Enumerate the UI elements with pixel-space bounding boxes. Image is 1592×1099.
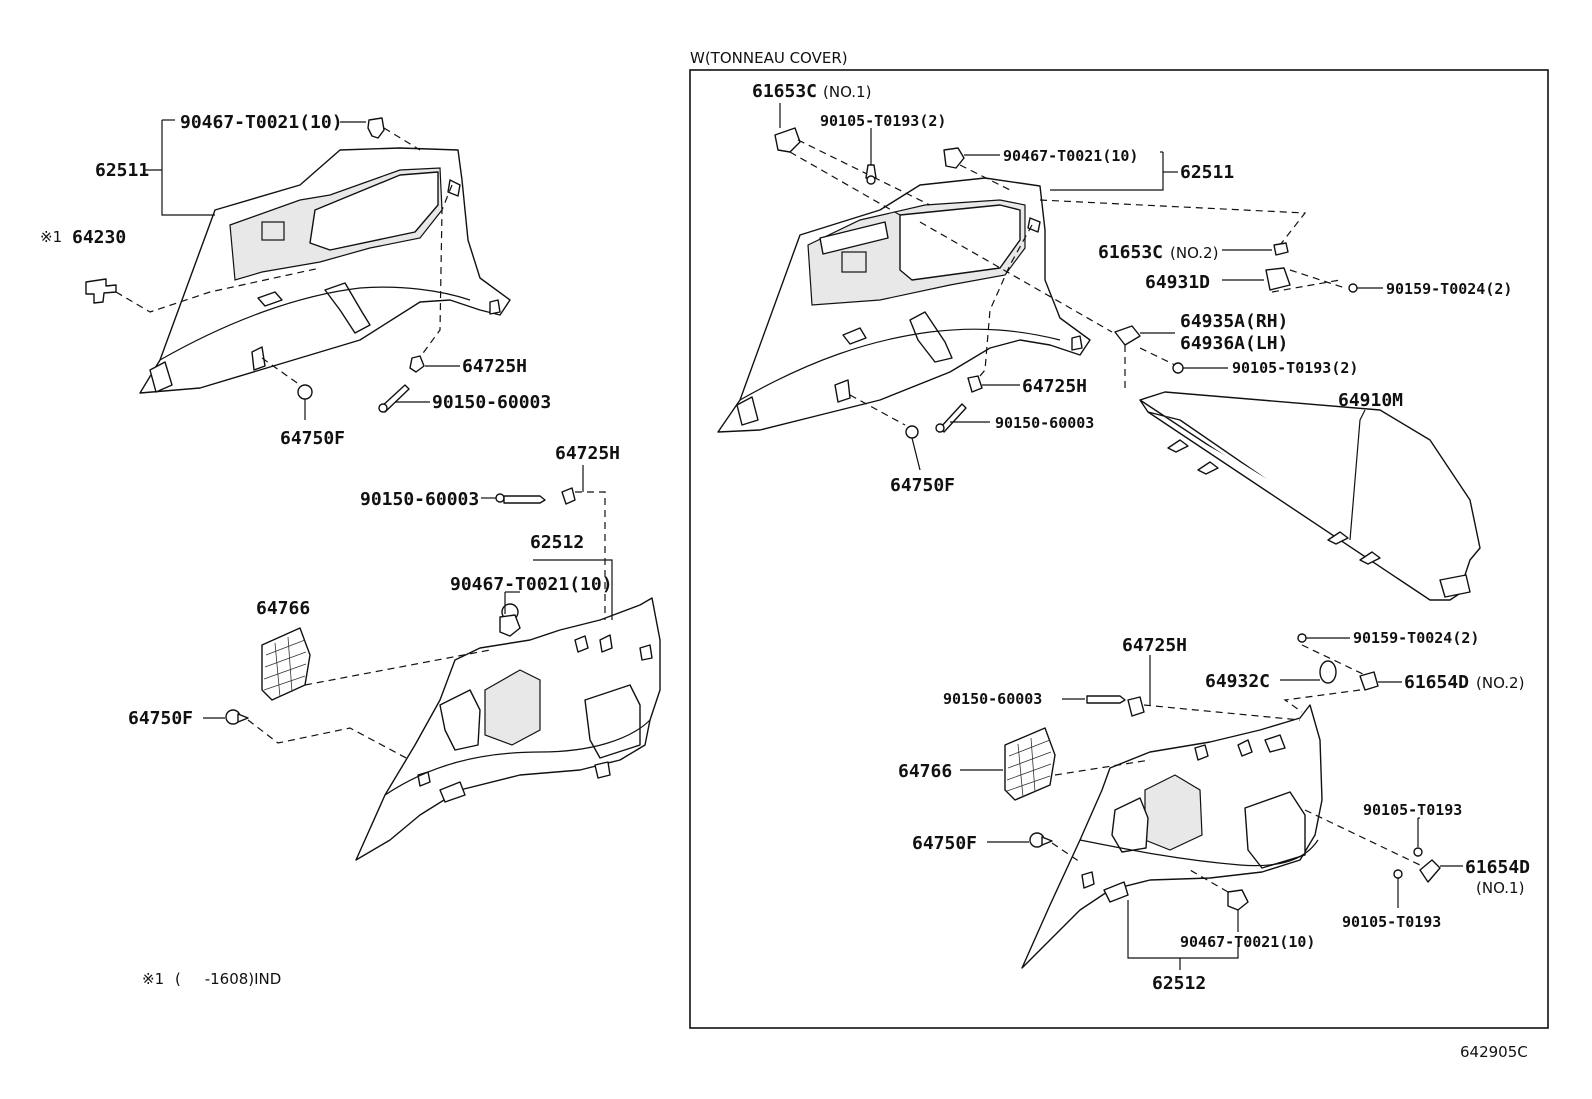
bracket-61654d-no1-icon [1419, 859, 1441, 883]
label-90159-t0024-2-right-lower: 90159-T0024(2) [1353, 629, 1479, 647]
clip-64725h-right-upper-icon [967, 375, 983, 393]
screw-90105-a-right-lower-icon [1413, 847, 1423, 857]
tonneau-cover-64910m [1139, 391, 1481, 601]
figure-code: 642905C [1460, 1043, 1528, 1061]
label-90105-t0193-2-right-upper: 90105-T0193(2) [820, 112, 946, 130]
screw-90105-right-upper-icon [865, 164, 877, 185]
label-62512-left: 62512 [530, 532, 584, 553]
screw-90150-lower-left-icon [495, 493, 546, 504]
left-upper-quarter-trim-panel [139, 147, 511, 394]
label-90150-right-upper: 90150-60003 [995, 414, 1094, 432]
fastener-64750f-right-lower-icon [1029, 832, 1053, 848]
right-lower-quarter-trim-panel [1021, 704, 1323, 969]
label-64230-note-mark: ※1 [40, 228, 62, 246]
tonneau-cover-section-frame [689, 69, 1549, 1029]
screw-90159-right-lower-icon [1297, 633, 1307, 643]
label-61654d-no2-suffix: (NO.2) [1476, 674, 1524, 692]
section-title: W(TONNEAU COVER) [690, 49, 848, 67]
label-64725h-left-lower: 64725H [555, 443, 620, 464]
label-64750f-right-lower: 64750F [912, 833, 977, 854]
clip-61653c-no2-icon [1273, 242, 1289, 256]
fastener-64750f-right-upper-icon [849, 394, 921, 471]
label-90150-left-lower: 90150-60003 [360, 489, 479, 510]
label-64932c: 64932C [1205, 671, 1270, 692]
clip-64725h-right-lower-icon [1127, 696, 1145, 717]
label-64936a-lh: 64936A(LH) [1180, 333, 1288, 354]
label-90467-t0021-right-upper: 90467-T0021(10) [1003, 147, 1138, 165]
label-61654d-no2: 61654D [1404, 672, 1469, 693]
label-64910m: 64910M [1338, 390, 1403, 411]
footnote-mark: ※1 [142, 970, 164, 988]
label-64766-right: 64766 [898, 761, 952, 782]
bracket-64935a-64936a-icon [1114, 325, 1141, 346]
clip-64725h-upper-left-icon [409, 355, 425, 373]
bracket-64931d-icon [1265, 267, 1291, 291]
label-90105-t0193-b-right-lower: 90105-T0193 [1342, 913, 1441, 931]
label-90467-t0021-left-upper: 90467-T0021(10) [180, 112, 343, 133]
clip-90467-right-lower-icon [1227, 889, 1249, 911]
clip-90467-top-icon [367, 117, 385, 139]
clip-61653c-no1-icon [774, 127, 801, 153]
label-62511-left: 62511 [95, 160, 149, 181]
screw-90150-right-lower-icon [1086, 695, 1126, 704]
label-61653c-no1-suffix: (NO.1) [823, 83, 871, 101]
fastener-64750f-lower-left-icon [225, 709, 249, 725]
label-64725h-right-upper: 64725H [1022, 376, 1087, 397]
label-90159-t0024-2-right-upper: 90159-T0024(2) [1386, 280, 1512, 298]
screw-90150-upper-left-icon [378, 384, 410, 413]
label-61654d-no1-suffix: (NO.1) [1476, 879, 1524, 897]
clip-90467-right-upper-icon [943, 147, 965, 169]
screw-90159-right-upper-icon [1348, 283, 1358, 293]
label-64766-left: 64766 [256, 598, 310, 619]
label-90105-t0193-a-right-lower: 90105-T0193 [1363, 801, 1462, 819]
fastener-64750f-upper-left-icon [261, 357, 313, 420]
grille-64766-right-icon [1004, 727, 1056, 801]
cap-64932c-icon [1319, 660, 1337, 684]
bracket-61654d-no2-icon [1359, 671, 1379, 691]
label-64931d: 64931D [1145, 272, 1210, 293]
label-90467-t0021-left-lower: 90467-T0021(10) [450, 574, 613, 595]
clip-64725h-lower-left-icon [561, 487, 576, 505]
label-64750f-left-upper: 64750F [280, 428, 345, 449]
grille-64766-left-icon [261, 627, 311, 701]
label-61653c-no2: 61653C [1098, 242, 1163, 263]
label-64750f-right-upper: 64750F [890, 475, 955, 496]
label-61654d-no1: 61654D [1465, 857, 1530, 878]
label-64230: 64230 [72, 227, 126, 248]
label-61653c-no2-suffix: (NO.2) [1170, 244, 1218, 262]
clip-64230-icon [85, 278, 117, 304]
screw-90105-b-right-lower-icon [1393, 869, 1403, 879]
footnote-text: ( -1608)IND [175, 970, 281, 988]
clip-90467-lower-left-icon [499, 614, 521, 637]
label-62511-right: 62511 [1180, 162, 1234, 183]
label-61653c-no1: 61653C [752, 81, 817, 102]
label-90467-t0021-right-lower: 90467-T0021(10) [1180, 933, 1315, 951]
screw-90150-right-upper-icon [935, 403, 967, 433]
label-90105-t0193-2b-right-upper: 90105-T0193(2) [1232, 359, 1358, 377]
label-64750f-left-lower: 64750F [128, 708, 193, 729]
label-90150-right-lower: 90150-60003 [943, 690, 1042, 708]
label-62512-right: 62512 [1152, 973, 1206, 994]
label-64725h-left-upper: 64725H [462, 356, 527, 377]
left-lower-quarter-trim-panel [355, 597, 661, 861]
right-upper-quarter-trim-panel [717, 177, 1091, 433]
label-64725h-right-lower: 64725H [1122, 635, 1187, 656]
label-90150-left-upper: 90150-60003 [432, 392, 551, 413]
label-64935a-rh: 64935A(RH) [1180, 311, 1288, 332]
